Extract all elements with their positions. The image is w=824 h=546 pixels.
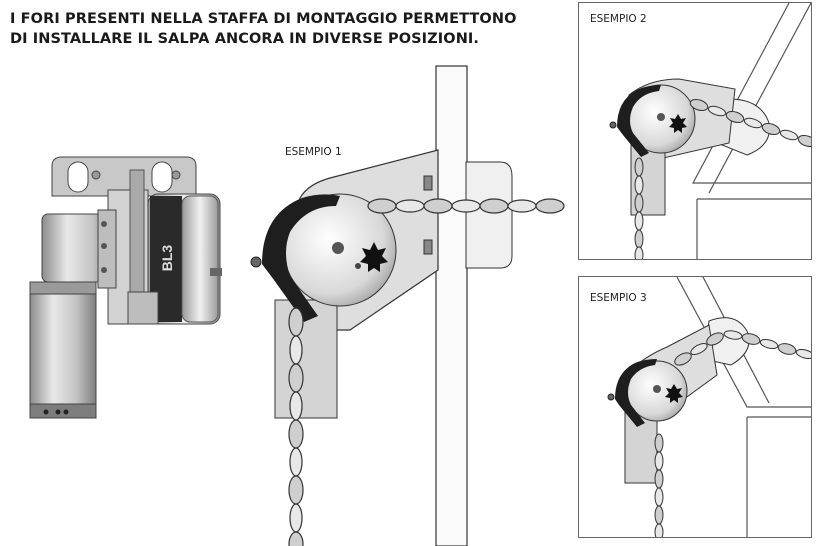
example-3-panel: ESEMPIO 3 — [578, 276, 812, 538]
front-bracket-slot-left — [67, 161, 89, 193]
example-3-illustration — [607, 277, 811, 537]
headline-line-2: DI INSTALLARE IL SALPA ANCORA IN DIVERSE… — [10, 31, 480, 47]
example-1-label: ESEMPIO 1 — [285, 146, 342, 158]
front-bracket-slot-right — [151, 161, 173, 193]
example-2-illustration — [609, 3, 811, 259]
headline-line-1: I FORI PRESENTI NELLA STAFFA DI MONTAGGI… — [10, 11, 517, 27]
example-3-label: ESEMPIO 3 — [590, 292, 647, 304]
example-2-label: ESEMPIO 2 — [590, 13, 647, 25]
example-2-panel: ESEMPIO 2 — [578, 2, 812, 260]
product-mark: BL3 — [159, 245, 175, 272]
headline: I FORI PRESENTI NELLA STAFFA DI MONTAGGI… — [10, 9, 550, 49]
